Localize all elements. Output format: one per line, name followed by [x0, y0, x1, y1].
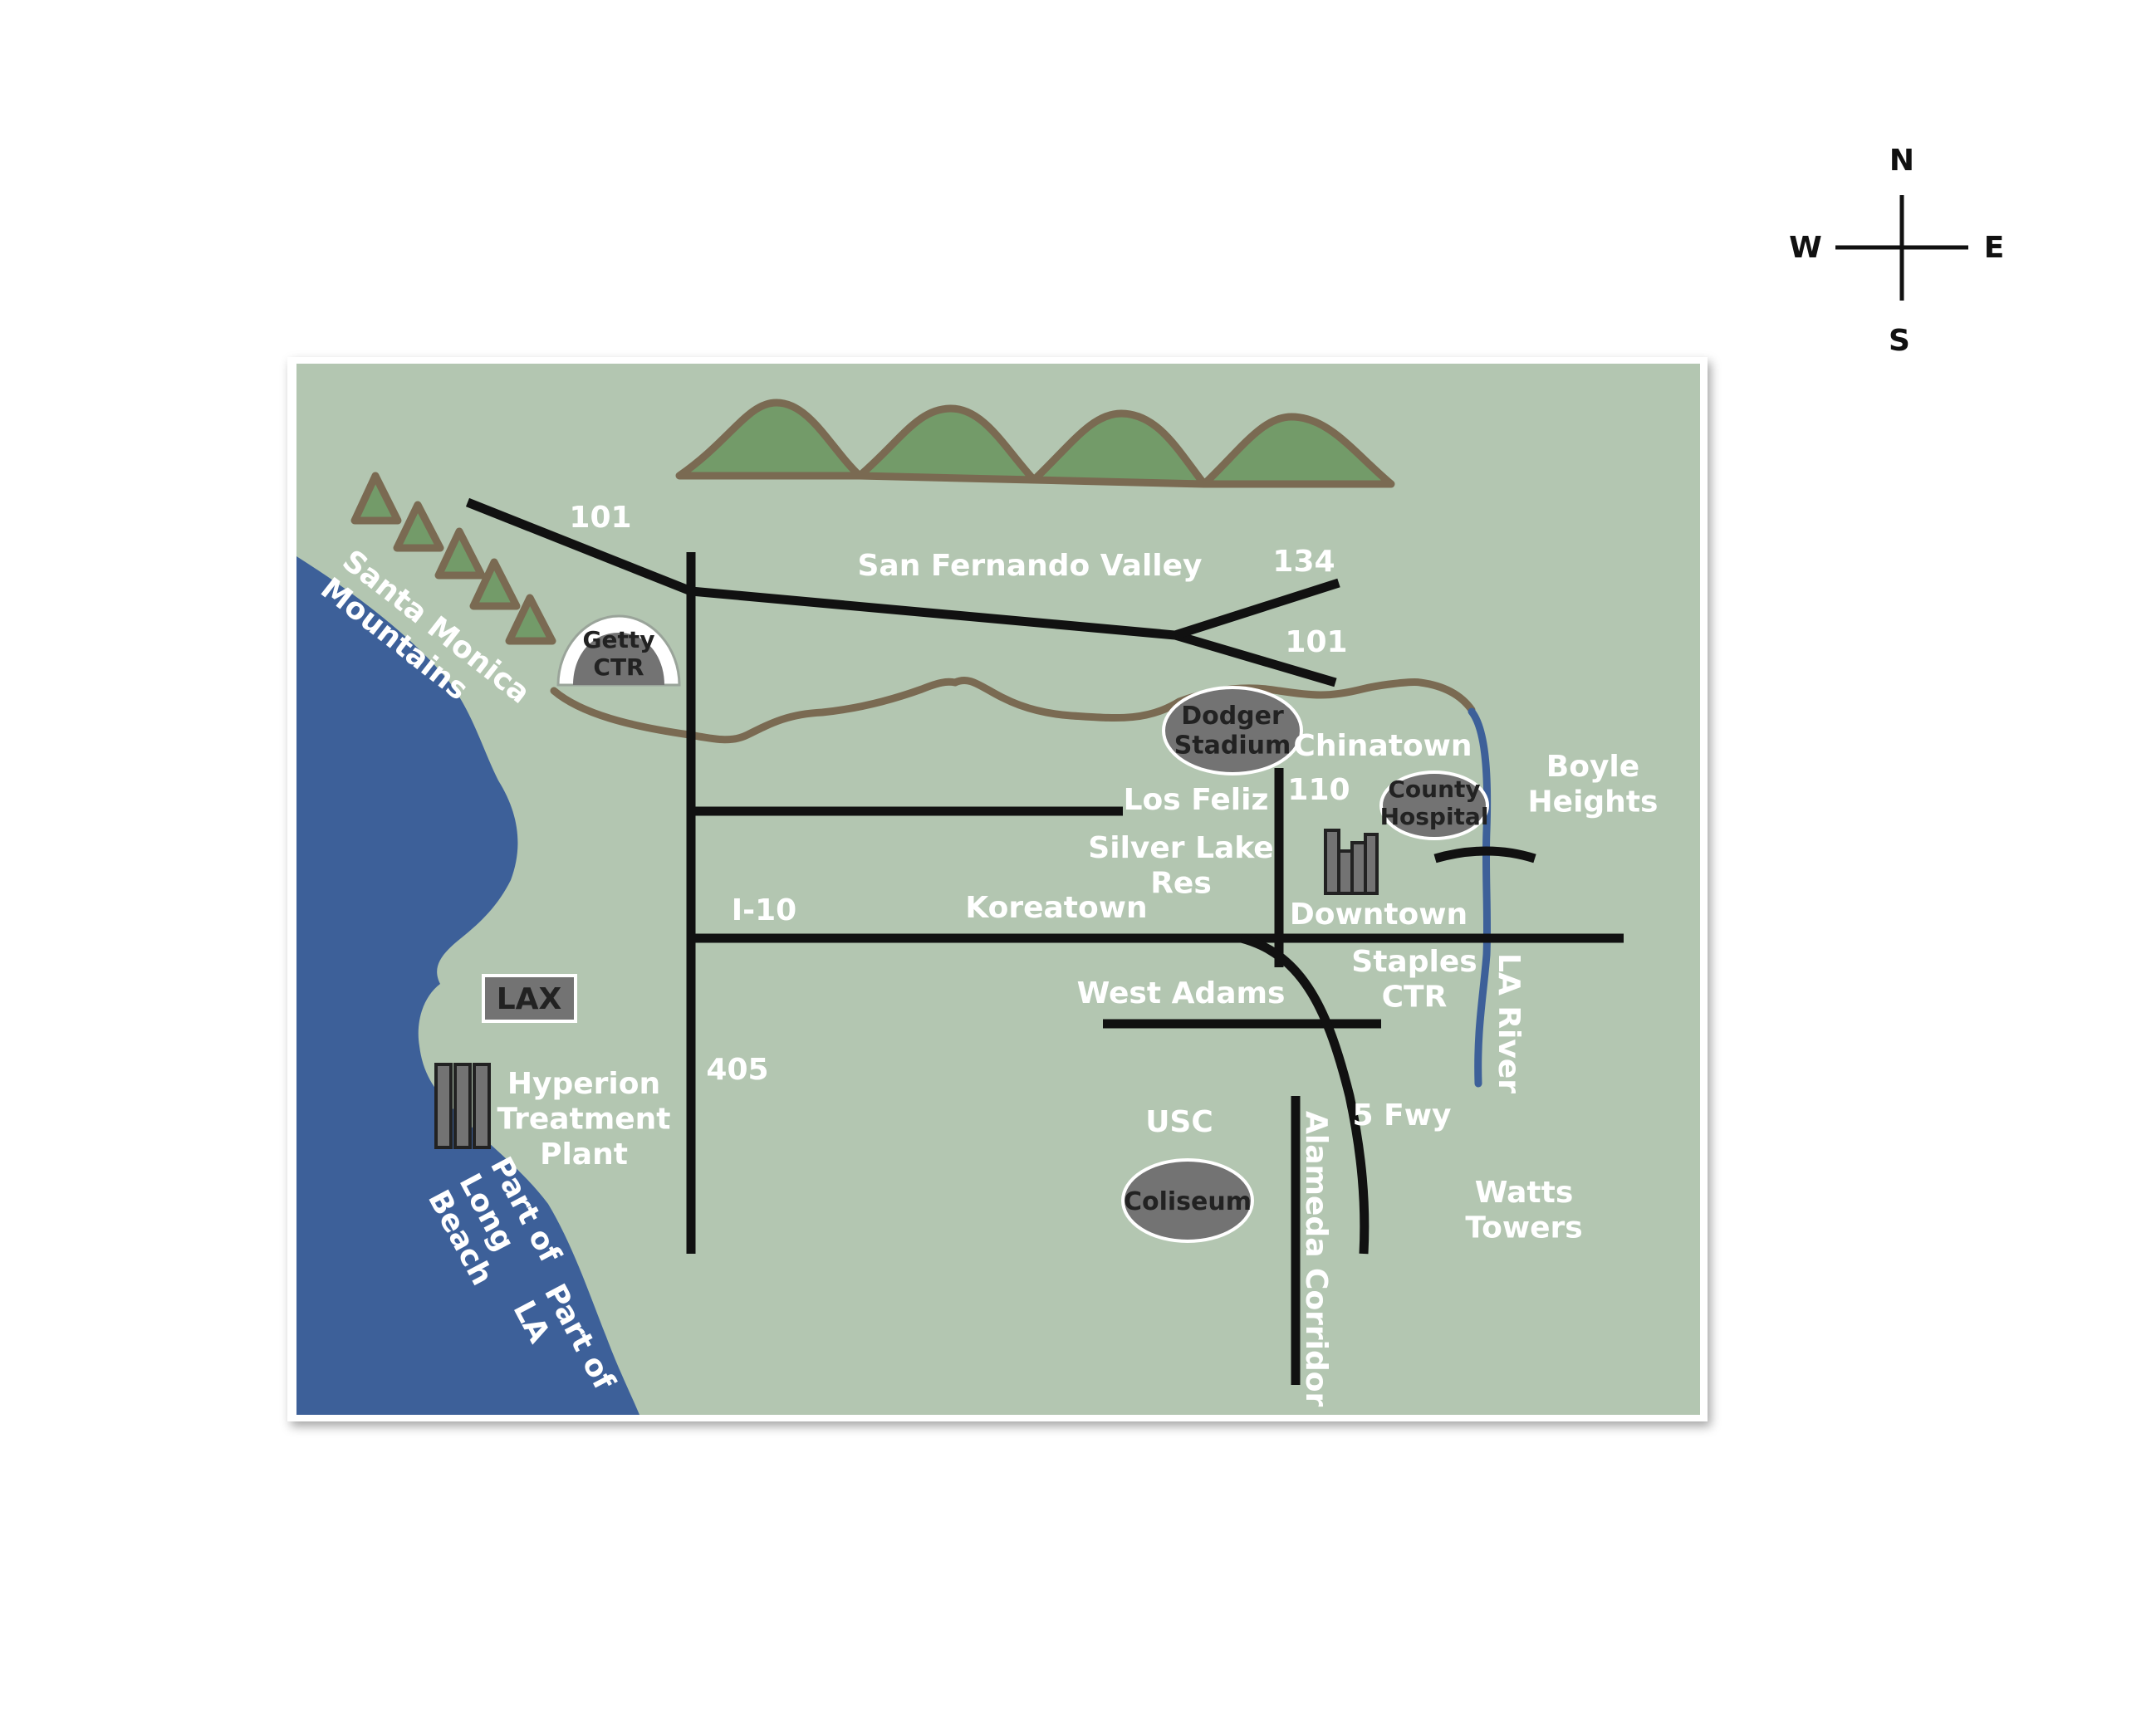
lax-airport: LAX [482, 974, 577, 1023]
downtown-buildings [1324, 829, 1379, 895]
la-river-label: LA River [1492, 953, 1526, 1093]
route-101-west-label: 101 [569, 501, 631, 535]
building-1 [1324, 829, 1340, 895]
getty-dome-inner [573, 633, 664, 685]
building-4 [1364, 833, 1379, 895]
mountain-3 [1030, 409, 1208, 488]
five-fwy-label: 5 Fwy [1353, 1098, 1452, 1133]
coliseum: Coliseum [1121, 1158, 1254, 1243]
los-feliz-label: Los Feliz [1124, 783, 1269, 817]
san-fernando-valley-label: San Fernando Valley [857, 549, 1202, 583]
peak-2 [393, 501, 444, 552]
la-river [1468, 707, 1492, 1088]
compass-west-label: W [1789, 231, 1822, 265]
compass-south-label: S [1889, 324, 1910, 358]
route-110-label: 110 [1287, 773, 1350, 807]
valley-mountains [675, 399, 1395, 488]
bridge-road [1433, 846, 1536, 864]
mountain-4 [1200, 413, 1395, 488]
coliseum-shape [1121, 1158, 1254, 1243]
lax-box [482, 974, 577, 1023]
usc-label: USC [1145, 1105, 1213, 1139]
peak-1 [350, 472, 402, 525]
tank-3 [473, 1063, 491, 1149]
peak-5 [505, 594, 556, 645]
koreatown-label: Koreatown [965, 891, 1147, 925]
route-134-label: 134 [1272, 545, 1335, 579]
hills-ridge-line [550, 676, 1476, 744]
peak-3 [434, 527, 486, 580]
ocean [296, 556, 639, 1415]
santa-monica-peaks [350, 472, 556, 645]
coliseum-label: Coliseum [1124, 1187, 1252, 1216]
tank-2 [453, 1063, 472, 1149]
dodger-stadium-shape [1162, 686, 1303, 775]
building-3 [1350, 841, 1367, 895]
map-frame [287, 357, 1708, 1421]
tank-1 [434, 1063, 453, 1149]
hyperion-tanks [434, 1063, 491, 1149]
route-101-east-label: 101 [1285, 625, 1347, 659]
county-hospital-shape [1379, 771, 1489, 840]
peak-4 [469, 558, 521, 610]
compass: N S W E [1789, 144, 2004, 358]
i10-label: I-10 [732, 893, 796, 927]
route-134-road [1174, 578, 1340, 640]
roads [465, 497, 1624, 1385]
chinatown-label: Chinatown [1293, 729, 1472, 763]
mountain-2 [855, 404, 1038, 484]
downtown-label: Downtown [1290, 898, 1468, 932]
alameda-corridor-label: Alameda Corridor [1299, 1111, 1333, 1407]
west-adams-label: West Adams [1077, 976, 1286, 1010]
route-405-label: 405 [706, 1053, 768, 1087]
five-fwy-road [1240, 933, 1370, 1255]
compass-east-label: E [1984, 231, 2005, 265]
mountain-1 [675, 399, 864, 480]
lax-label: LAX [497, 982, 562, 1016]
building-2 [1337, 849, 1354, 895]
route-101-west-road [465, 497, 693, 596]
compass-north-label: N [1889, 144, 1914, 178]
